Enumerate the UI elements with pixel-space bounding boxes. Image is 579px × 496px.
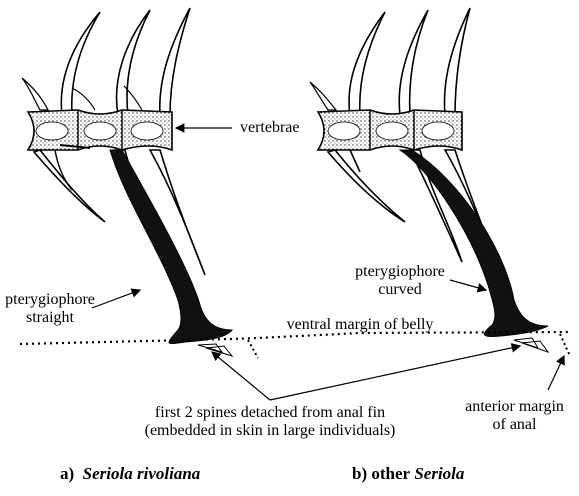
label-spines-1: first 2 spines detached from anal fin xyxy=(90,404,450,422)
caption-a: a) Seriola rivoliana xyxy=(60,465,200,483)
label-spines-2: (embedded in skin in large individuals) xyxy=(90,422,450,440)
arrow-spines-left xyxy=(212,352,270,400)
label-pterygiophore-curved-1: pterygiophore xyxy=(350,263,450,281)
label-ventral-margin: ventral margin of belly xyxy=(245,316,475,334)
right-haemal-spine-1 xyxy=(328,150,405,222)
label-pterygiophore-straight-1: pterygiophore xyxy=(0,291,100,309)
right-detached-spines xyxy=(514,338,548,352)
label-anterior-margin-1: anterior margin xyxy=(450,398,579,416)
caption-b-name: Seriola xyxy=(414,464,464,483)
arrow-anterior xyxy=(548,356,564,390)
label-vertebrae: vertebrae xyxy=(240,119,300,137)
right-anal-margin-line xyxy=(560,334,570,356)
label-pterygiophore-straight-2: straight xyxy=(0,309,100,327)
left-neural-spine-2 xyxy=(117,10,150,115)
right-neural-spine-1 xyxy=(349,12,385,115)
left-pterygiophore xyxy=(110,150,232,344)
arrow-spines-right xyxy=(270,346,520,400)
label-anterior-margin-2: of anal xyxy=(450,416,579,434)
left-neural-spine-1 xyxy=(61,12,100,115)
caption-a-prefix: a) xyxy=(60,464,74,483)
caption-b-prefix: b) other xyxy=(352,464,410,483)
label-pterygiophore-curved-2: curved xyxy=(350,281,450,299)
arrow-ptery-curved xyxy=(450,280,486,290)
caption-a-name: Seriola rivoliana xyxy=(83,464,201,483)
right-neural-spine-2 xyxy=(399,10,428,115)
caption-b: b) other Seriola xyxy=(352,465,464,483)
right-neural-spine-3 xyxy=(444,8,470,115)
left-neural-spine-3 xyxy=(160,8,190,115)
right-skeleton xyxy=(310,8,548,352)
left-anal-margin-line xyxy=(248,340,258,358)
left-zygapophysis xyxy=(22,78,48,110)
right-pterygiophore xyxy=(400,150,548,337)
